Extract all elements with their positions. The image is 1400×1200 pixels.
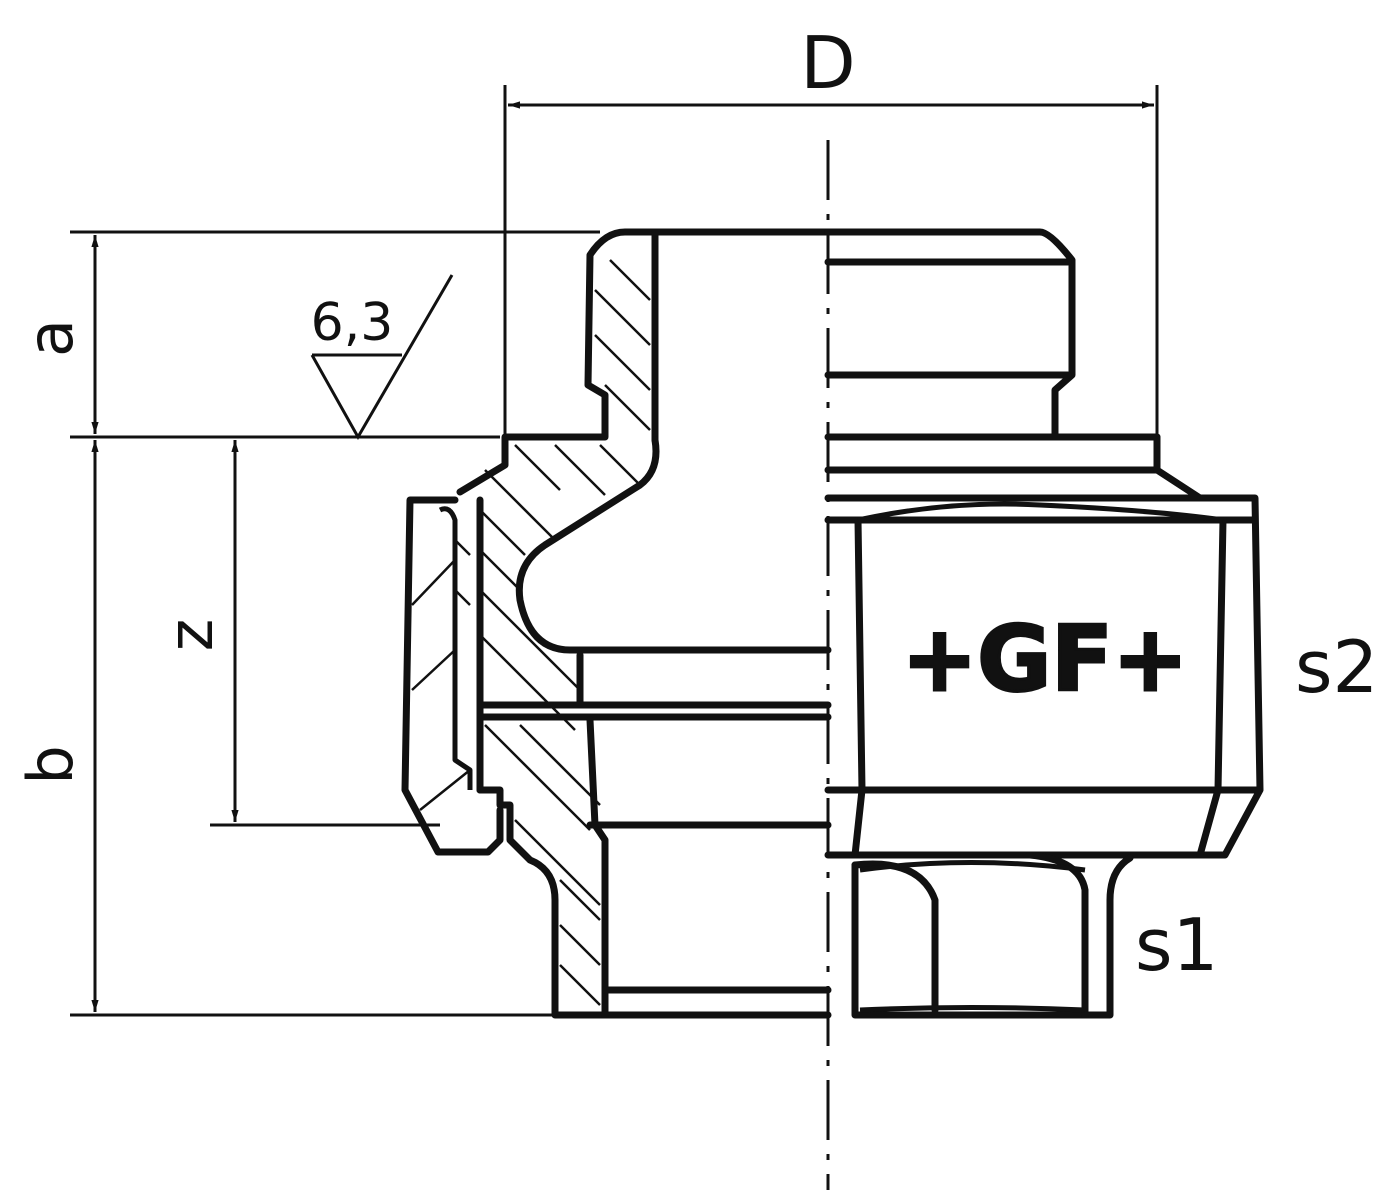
dimension-D: D bbox=[503, 21, 1159, 440]
label-b: b bbox=[14, 745, 87, 784]
surface-finish-value: 6,3 bbox=[311, 293, 394, 353]
label-a: a bbox=[14, 319, 87, 357]
section-left-half bbox=[401, 228, 832, 1019]
gf-logo: +GF+ bbox=[902, 607, 1188, 712]
surface-finish-symbol: 6,3 bbox=[311, 274, 454, 441]
label-D: D bbox=[800, 21, 855, 105]
label-s1: s1 bbox=[1135, 903, 1218, 987]
label-z: z bbox=[154, 619, 227, 652]
label-s2: s2 bbox=[1295, 625, 1378, 709]
dimension-a: a bbox=[14, 230, 600, 439]
dimension-b: b bbox=[14, 440, 560, 1017]
dimension-z: z bbox=[154, 440, 440, 827]
external-right-half bbox=[824, 228, 1264, 1019]
